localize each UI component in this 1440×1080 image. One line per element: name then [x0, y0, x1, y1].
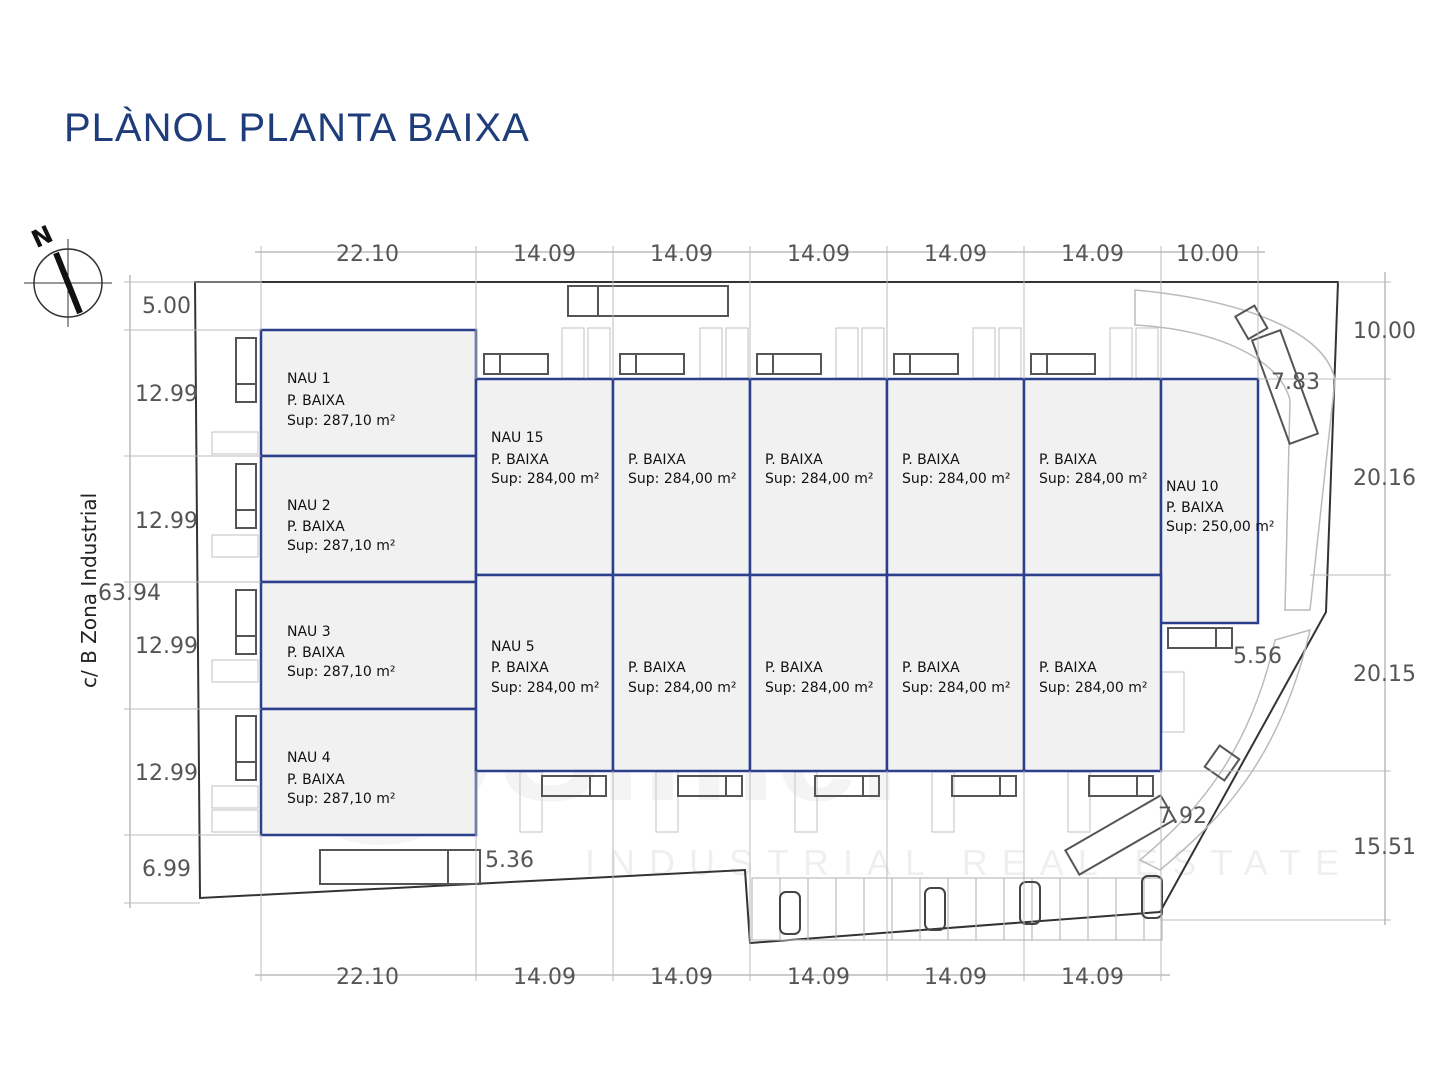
compass-icon: N	[24, 220, 112, 327]
unit-area: Sup: 284,00 m²	[1039, 680, 1148, 696]
dim-top: 14.09	[650, 242, 713, 267]
unit-nau-1[interactable]	[259, 328, 478, 458]
dim-top: 14.09	[513, 242, 576, 267]
unit-floor: P. BAIXA	[1166, 500, 1224, 516]
dim-left: 12.99	[135, 509, 198, 534]
unit-floor: P. BAIXA	[287, 772, 345, 788]
site-boundary	[193, 281, 1340, 945]
dim-left: 5.00	[142, 294, 191, 319]
unit-floor: P. BAIXA	[491, 660, 549, 676]
page-title: PLÀNOL PLANTA BAIXA	[64, 106, 530, 150]
dim-inner: 7.92	[1158, 804, 1207, 829]
unit-area: Sup: 284,00 m²	[628, 471, 737, 487]
unit-area: Sup: 284,00 m²	[491, 471, 600, 487]
dim-inner: 7.83	[1271, 370, 1320, 395]
dim-inner: 5.36	[485, 848, 534, 873]
dim-bottom: 14.09	[787, 965, 850, 990]
unit-floor: P. BAIXA	[287, 393, 345, 409]
dim-top: 22.10	[336, 242, 399, 267]
dim-bottom: 22.10	[336, 965, 399, 990]
unit-area: Sup: 287,10 m²	[287, 538, 396, 554]
unit-name: NAU 4	[287, 750, 331, 766]
unit-floor: P. BAIXA	[491, 452, 549, 468]
dim-bottom: 14.09	[513, 965, 576, 990]
dim-right: 10.00	[1353, 319, 1416, 344]
unit-area: Sup: 287,10 m²	[287, 791, 396, 807]
dim-left-total: 63.94	[98, 581, 161, 606]
unit-name: NAU 3	[287, 624, 331, 640]
truck-icon	[235, 285, 1320, 885]
unit-bottom-3[interactable]	[748, 573, 889, 773]
dim-inner: 5.56	[1233, 644, 1282, 669]
unit-floor: P. BAIXA	[902, 452, 960, 468]
unit-top-2[interactable]	[611, 377, 752, 577]
unit-grid	[259, 328, 1260, 837]
dim-top: 10.00	[1176, 242, 1239, 267]
unit-floor: P. BAIXA	[902, 660, 960, 676]
unit-name: NAU 10	[1166, 479, 1219, 495]
unit-floor: P. BAIXA	[765, 660, 823, 676]
dim-bottom: 14.09	[1061, 965, 1124, 990]
unit-bottom-4[interactable]	[885, 573, 1026, 773]
dim-top: 14.09	[1061, 242, 1124, 267]
unit-floor: P. BAIXA	[287, 519, 345, 535]
car-icon	[779, 875, 1163, 935]
dim-left: 12.99	[135, 634, 198, 659]
unit-nau-10[interactable]	[1159, 377, 1260, 625]
dim-left: 12.99	[135, 761, 198, 786]
unit-area: Sup: 250,00 m²	[1166, 519, 1275, 535]
unit-floor: P. BAIXA	[1039, 660, 1097, 676]
unit-floor: P. BAIXA	[628, 660, 686, 676]
unit-area: Sup: 284,00 m²	[902, 471, 1011, 487]
unit-area: Sup: 284,00 m²	[765, 471, 874, 487]
unit-area: Sup: 284,00 m²	[1039, 471, 1148, 487]
unit-nau-5[interactable]	[474, 573, 615, 773]
unit-bottom-2[interactable]	[611, 573, 752, 773]
dim-left: 6.99	[142, 857, 191, 882]
unit-area: Sup: 284,00 m²	[765, 680, 874, 696]
unit-area: Sup: 287,10 m²	[287, 664, 396, 680]
dim-right: 20.15	[1353, 662, 1416, 687]
dim-top: 14.09	[787, 242, 850, 267]
unit-floor: P. BAIXA	[287, 645, 345, 661]
unit-name: NAU 15	[491, 430, 544, 446]
dim-bottom: 14.09	[650, 965, 713, 990]
unit-name: NAU 2	[287, 498, 331, 514]
unit-floor: P. BAIXA	[628, 452, 686, 468]
unit-area: Sup: 284,00 m²	[491, 680, 600, 696]
unit-nau-4[interactable]	[259, 707, 478, 837]
compass-letter: N	[27, 220, 57, 254]
dimension-labels: 22.10 14.09 14.09 14.09 14.09 14.09 10.0…	[98, 242, 1416, 990]
dim-right: 20.16	[1353, 466, 1416, 491]
unit-area: Sup: 284,00 m²	[628, 680, 737, 696]
unit-floor: P. BAIXA	[765, 452, 823, 468]
unit-name: NAU 1	[287, 371, 331, 387]
dim-bottom: 14.09	[924, 965, 987, 990]
unit-labels: NAU 1 P. BAIXA Sup: 287,10 m² NAU 2 P. B…	[287, 371, 1275, 807]
access-ramp	[1138, 628, 1312, 871]
unit-area: Sup: 284,00 m²	[902, 680, 1011, 696]
dim-right: 15.51	[1353, 835, 1416, 860]
street-label: c/ B Zona Industrial	[77, 493, 101, 688]
dimension-lines	[124, 246, 1391, 981]
dim-top: 14.09	[924, 242, 987, 267]
watermark-subtext: INDUSTRIAL REAL ESTATE	[585, 842, 1353, 883]
unit-bottom-5[interactable]	[1022, 573, 1163, 773]
unit-nau-15[interactable]	[474, 377, 615, 577]
unit-name: NAU 5	[491, 639, 535, 655]
parking-row	[751, 877, 1163, 941]
unit-floor: P. BAIXA	[1039, 452, 1097, 468]
maneuver-area	[1134, 289, 1336, 611]
dim-left: 12.99	[135, 382, 198, 407]
unit-area: Sup: 287,10 m²	[287, 413, 396, 429]
